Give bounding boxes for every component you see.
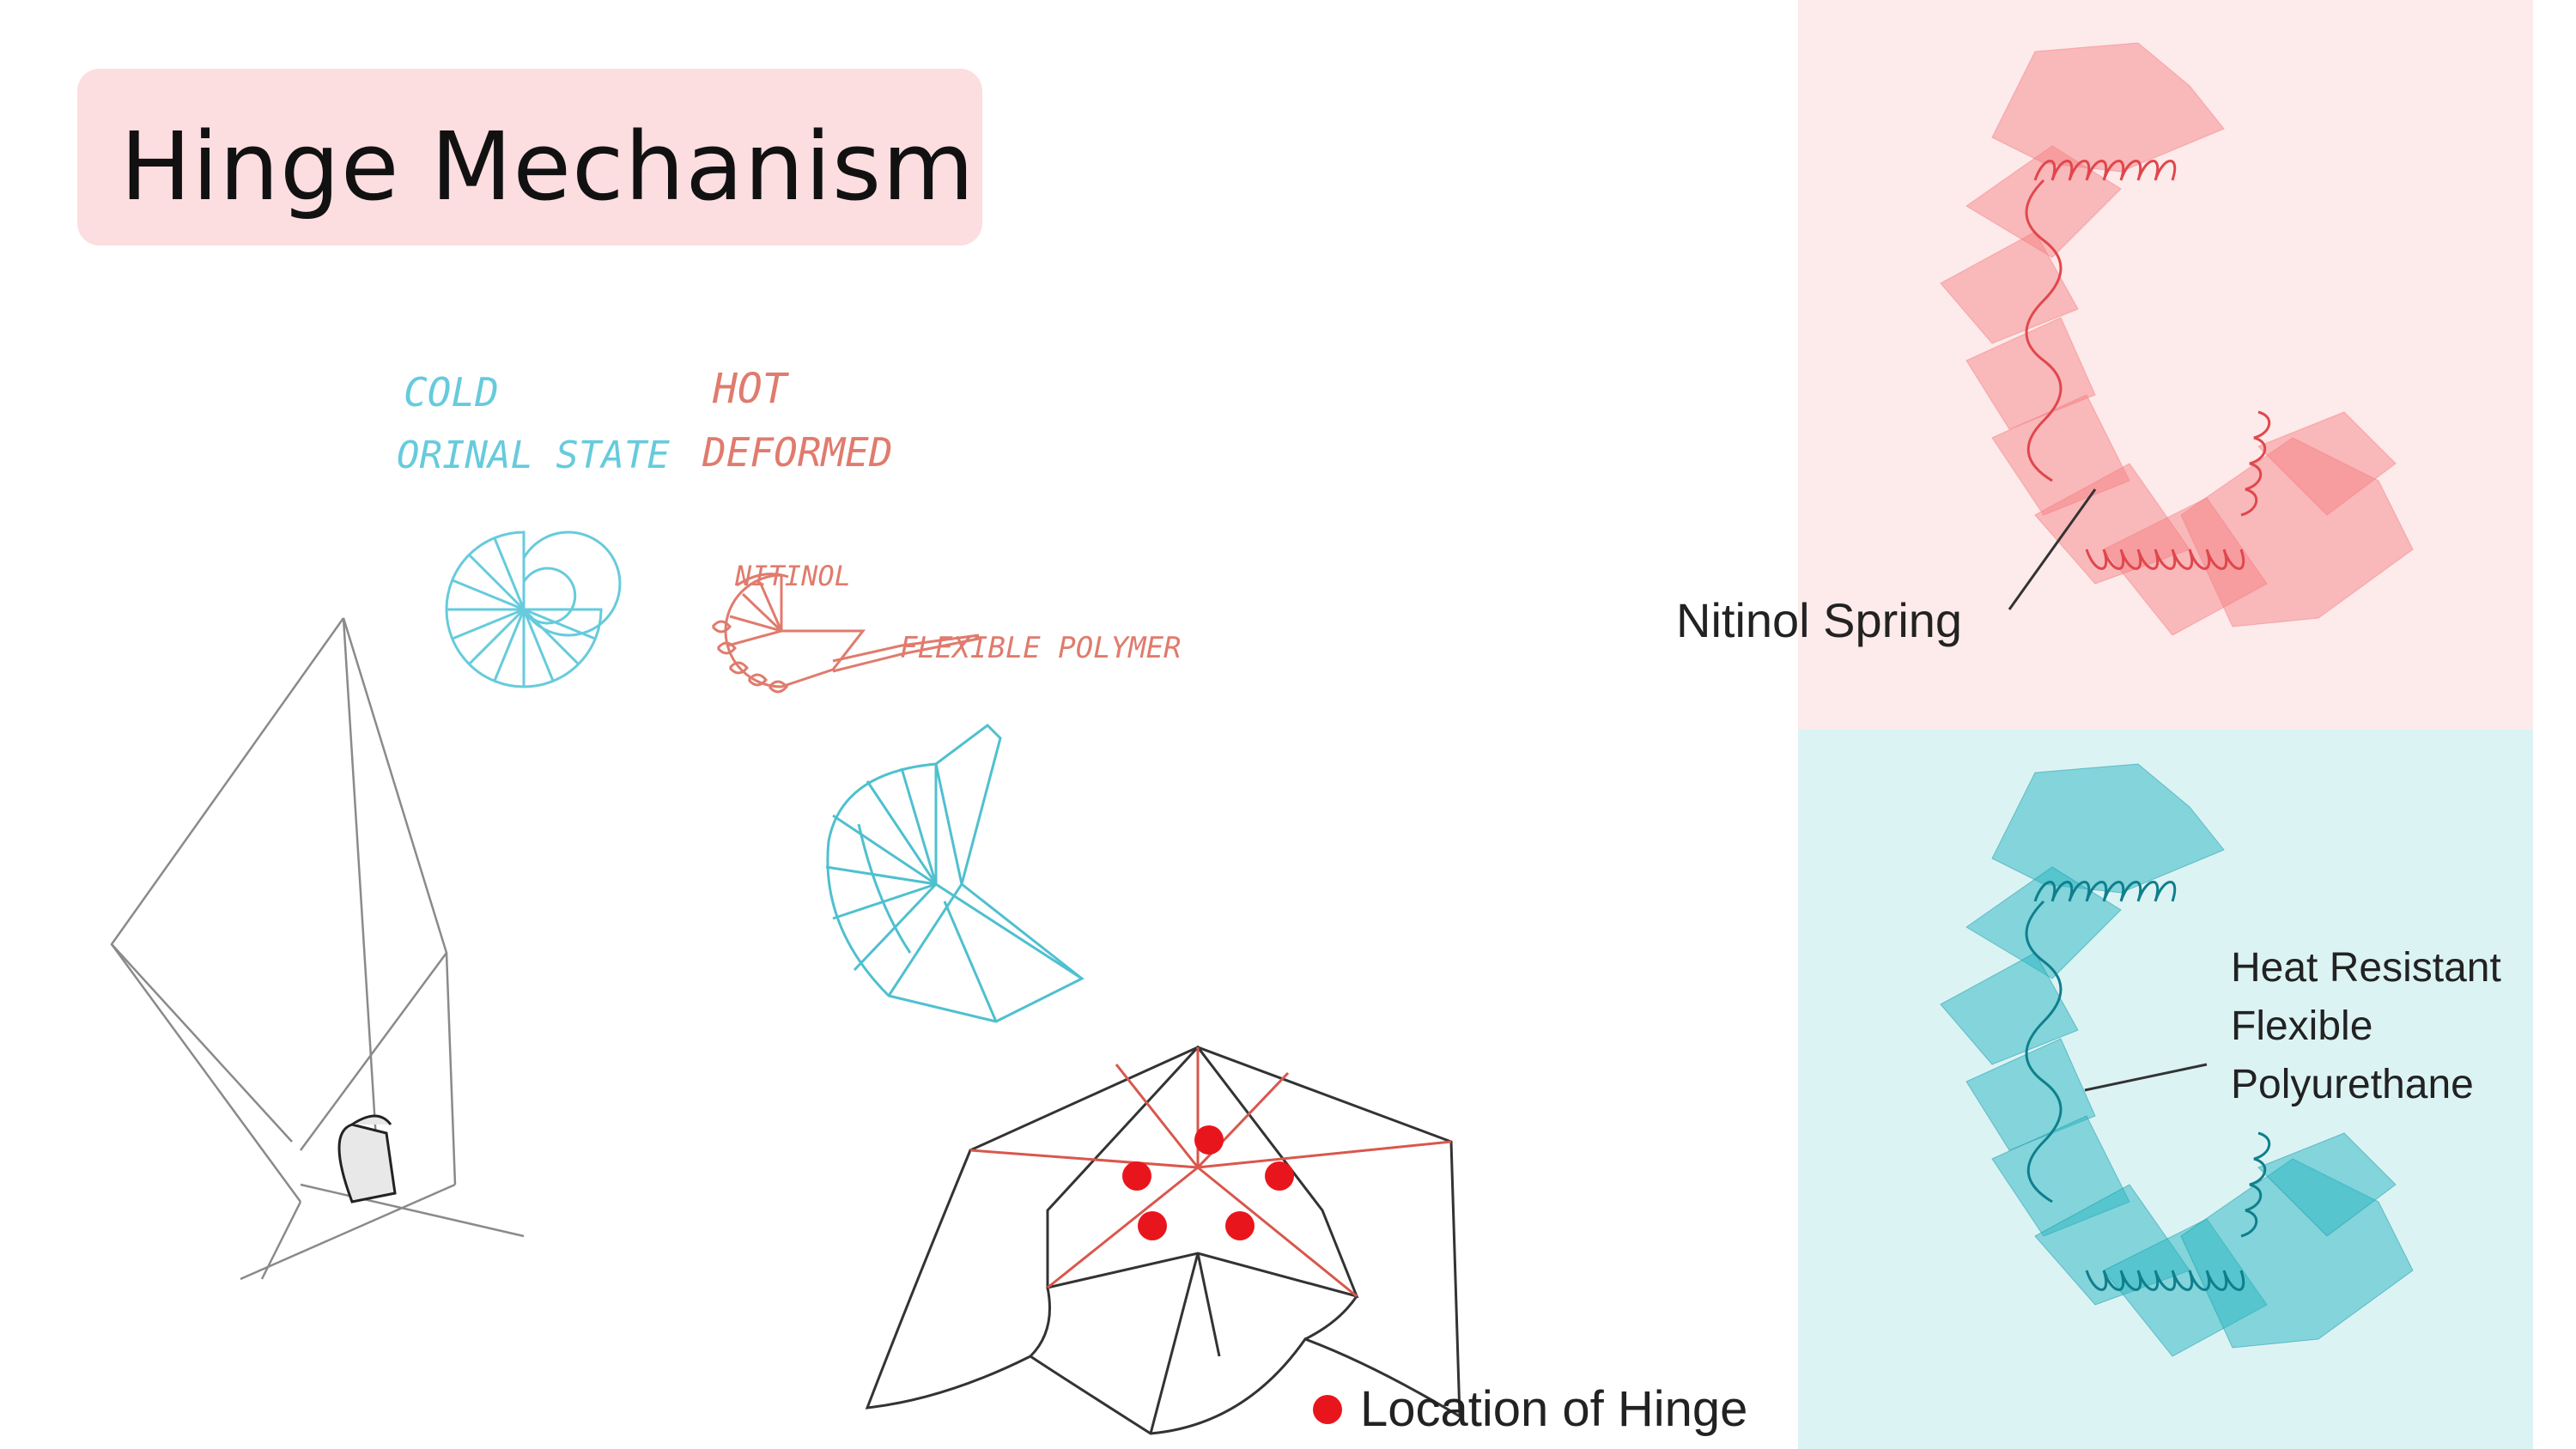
hinge-dots: [1122, 1125, 1294, 1240]
polyurethane-label-line1: Heat Resistant: [2231, 945, 2501, 991]
hot-heading: HOT: [713, 365, 787, 413]
polyurethane-label-line2: Flexible: [2231, 1003, 2373, 1049]
origami-flower-sketch: [865, 1045, 1461, 1435]
polyurethane-c-shape: [1940, 763, 2414, 1357]
folded-disc-sketch: [825, 724, 1085, 1023]
polymer-sketch-label: FLEXIBLE POLYMER: [900, 631, 1182, 665]
hinge-dot: [1265, 1161, 1294, 1191]
page-title: Hinge Mechanism: [120, 112, 975, 221]
cold-state-sketch: [445, 530, 622, 688]
nitinol-pointer-line: [2008, 488, 2097, 610]
hinge-dot: [1194, 1125, 1224, 1155]
cold-state-label: ORINAL STATE: [397, 433, 670, 477]
polyurethane-label-line3: Polyurethane: [2231, 1062, 2474, 1107]
polyurethane-pointer-line: [2084, 1063, 2208, 1092]
hinge-legend-label: Location of Hinge: [1360, 1381, 1748, 1437]
hinge-legend-dot: [1313, 1395, 1342, 1424]
nitinol-spring-label: Nitinol Spring: [1676, 593, 1963, 647]
hinge-dot: [1138, 1211, 1167, 1240]
cold-heading: COLD: [404, 369, 499, 415]
hinge-dot: [1122, 1161, 1151, 1191]
hot-state-sketch: [711, 573, 980, 694]
nitinol-c-shape: [1940, 42, 2414, 636]
nitinol-spring-panel: [1798, 0, 2533, 730]
title-banner: [77, 69, 982, 246]
hinge-dot: [1225, 1211, 1255, 1240]
tent-lamp-sketch: [110, 617, 525, 1281]
hot-state-label: DEFORMED: [702, 429, 893, 476]
